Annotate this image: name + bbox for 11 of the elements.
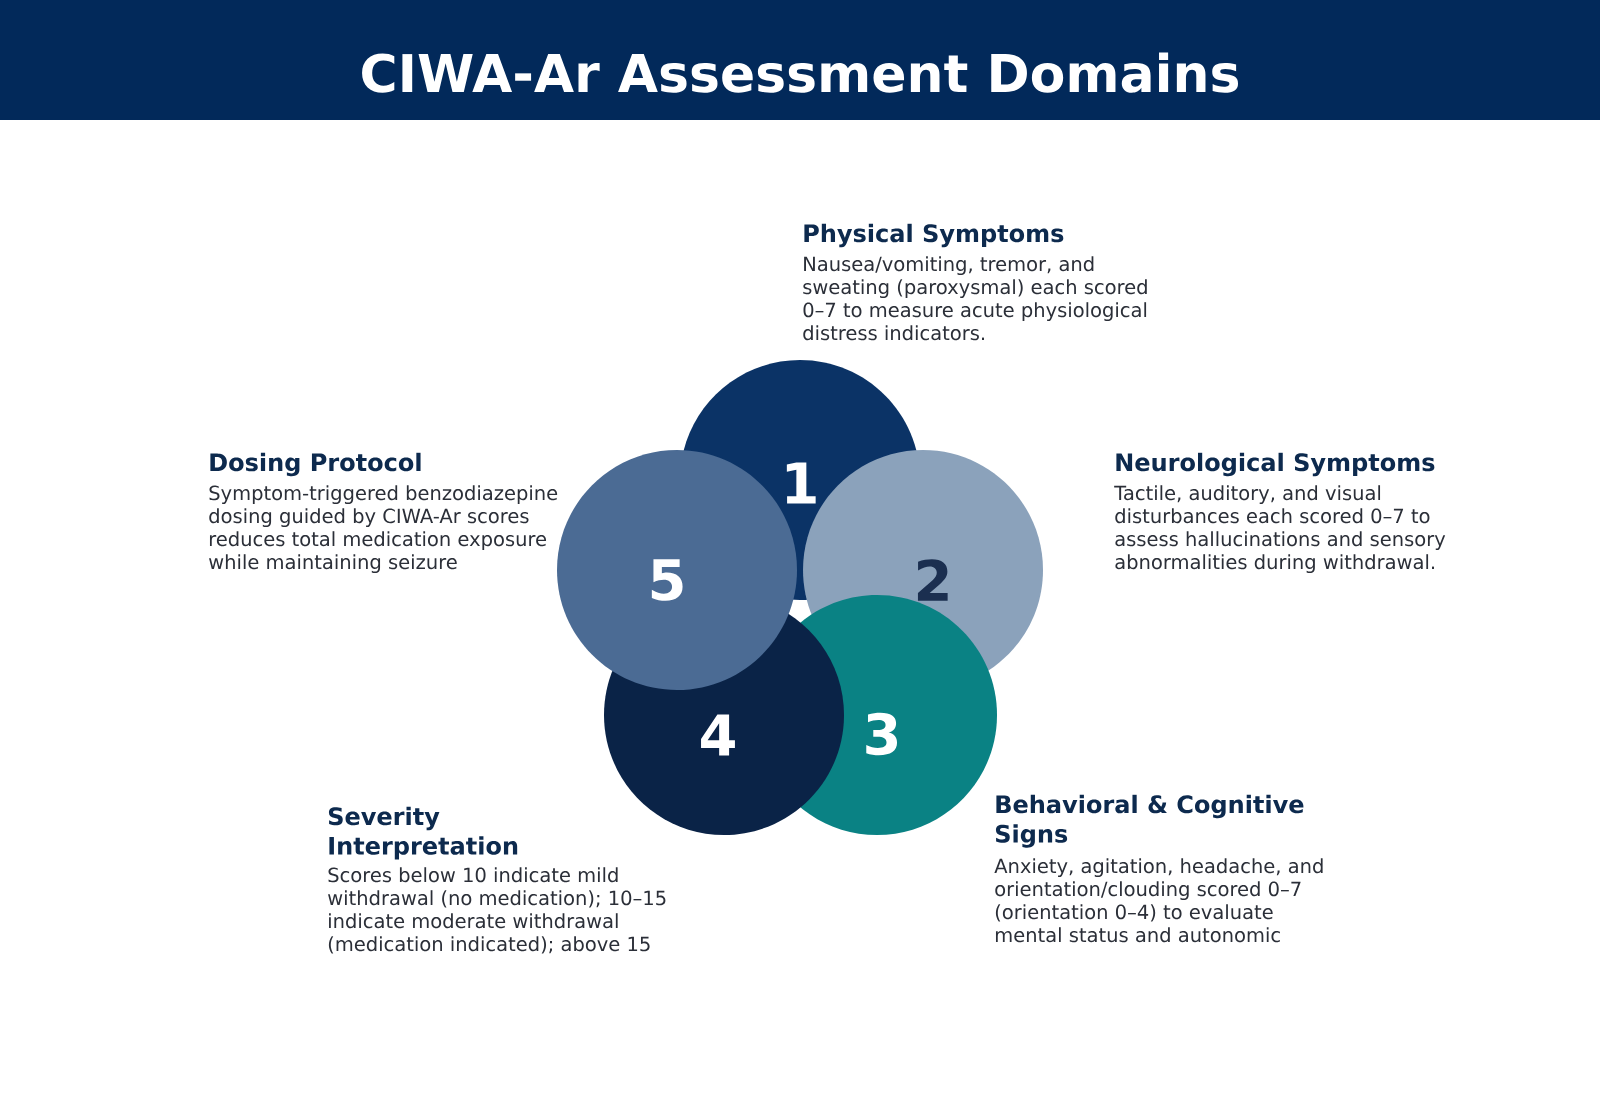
title-banner: CIWA-Ar Assessment Domains [0, 0, 1600, 120]
heading: Severity Interpretation [328, 806, 518, 860]
description: Tactile, auditory, and visual disturbances each scored 0–7 to assess hallucinations and sensory abnormalities during withdrawal. [1114, 485, 1446, 574]
description: Symptom-triggered benzodiazepine dosing guided by CIWA-Ar scores reduces total medication exposure while maintaining seizure [209, 485, 558, 574]
description: Anxiety, agitation, headache, and orientation/clouding scored 0–7 (orientation 0–4) to evaluate mental status and autonomic [994, 858, 1323, 943]
heading: Behavioral & Cognitive Signs [995, 794, 1304, 848]
description: Scores below 10 indicate mild withdrawal (no medication); 10–15 indicate moderate withdrawal (medication indicated); above 15 [328, 867, 666, 954]
heading: Physical Symptoms [804, 223, 1064, 248]
description: Nausea/vomiting, tremor, and sweating (paroxysmal) each scored 0–7 to measure acute physiological distress indicators. [803, 256, 1147, 341]
heading: Dosing Protocol [210, 452, 421, 477]
heading: Neurological Symptoms [1116, 452, 1435, 477]
